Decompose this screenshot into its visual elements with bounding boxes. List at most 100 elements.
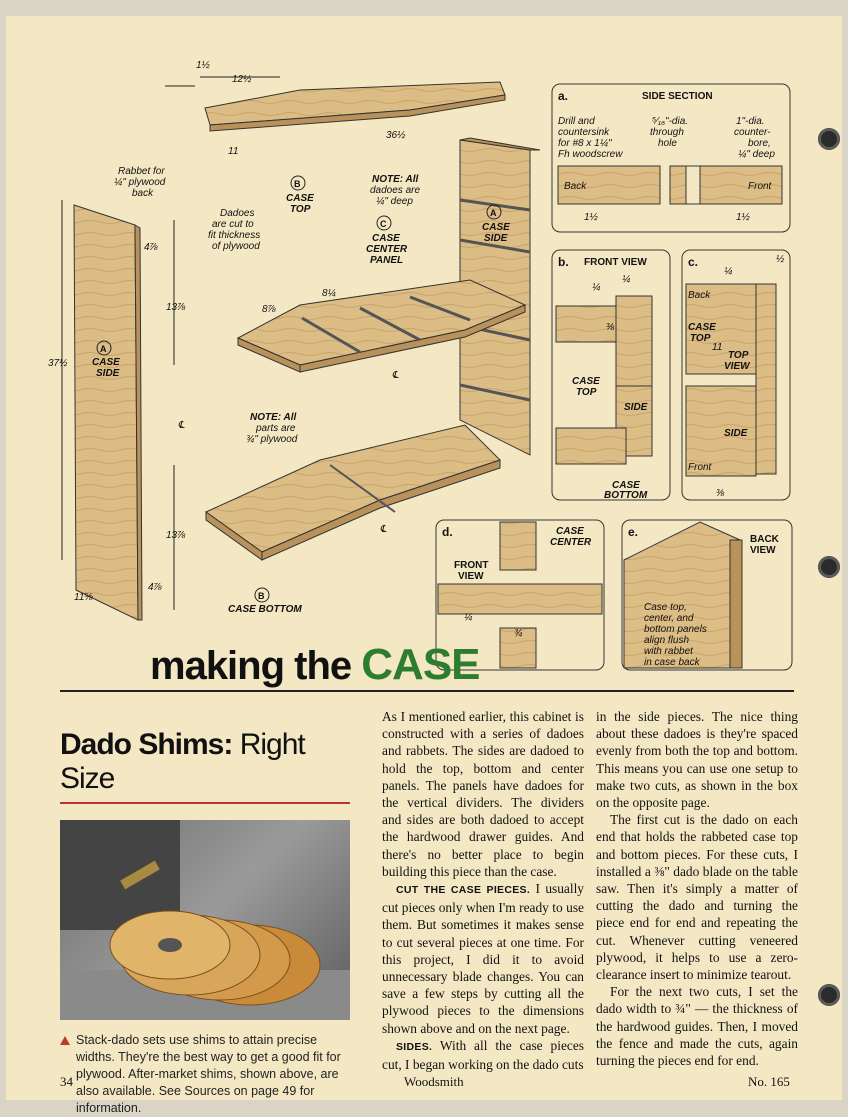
detail-a-label: bore, [748, 138, 771, 149]
paragraph: CUT THE CASE PIECES. I usually cut piece… [382, 880, 584, 1037]
detail-a-back: Back [564, 181, 587, 192]
case-side-label-2: SIDE [484, 233, 508, 244]
detail-e-back-view: e. BACK VIEW Case top, center, and botto… [621, 519, 793, 671]
detail-a-label: through [650, 127, 684, 138]
case-side-label-1: CASE [482, 222, 510, 233]
detail-e-label: VIEW [750, 545, 776, 556]
detail-c-label: VIEW [724, 361, 751, 372]
dim-label: 8¼ [322, 287, 336, 299]
part-b-marker [290, 175, 306, 191]
dim-label: 36½ [386, 130, 406, 141]
paragraph-text: With all the case pieces cut, I began wo… [382, 1037, 584, 1073]
paragraph: The first cut is the dado on each end th… [596, 812, 798, 983]
dado-shims-sidebar: Dado Shims: Right Size Stack-dado sets u… [60, 716, 350, 1117]
detail-d-label: FRONT [454, 560, 488, 571]
rabbet-label-3: back [132, 188, 154, 199]
case-center-panel [236, 279, 527, 373]
sidebar-title: Dado Shims: Right Size [60, 716, 350, 802]
detail-d-label: CENTER [550, 537, 592, 548]
dim-label: 1½ [736, 212, 751, 223]
dadoes-label-4: of plywood [212, 241, 260, 252]
case-center-label-1: CASE [372, 233, 400, 244]
dim-label: 4⅞ [144, 242, 159, 253]
part-a-marker [96, 340, 112, 356]
dado-shims-photo [60, 820, 350, 1020]
centerline-symbol: ℄ [380, 524, 387, 535]
body-column-2: in the side pieces. The nice thing about… [596, 708, 798, 1069]
detail-a-label: Drill and [558, 116, 595, 127]
section-title-case: CASE [361, 640, 480, 689]
detail-e-label: with rabbet [644, 646, 694, 657]
case-top-panel [204, 81, 506, 132]
issue-number: No. 165 [748, 1074, 790, 1089]
dim-label: ⅜ [716, 488, 725, 499]
dim-label: ¼ [464, 611, 472, 623]
paragraph: SIDES. With all the case pieces cut, I b… [382, 1037, 584, 1073]
dim-label: 37½ [48, 358, 68, 369]
detail-c-front: Front [688, 462, 713, 473]
binder-hole [818, 556, 840, 578]
detail-a-side-section: a. SIDE SECTION Drill and countersink fo… [551, 83, 791, 233]
part-a-marker [486, 204, 502, 220]
case-center-label-2: CENTER [366, 244, 408, 255]
detail-title: FRONT VIEW [584, 257, 647, 268]
detail-a-label: hole [658, 138, 677, 149]
detail-e-label: BACK [750, 534, 780, 545]
case-side-label-1: CASE [92, 357, 120, 368]
section-rule [60, 690, 794, 692]
detail-letter: d. [442, 525, 453, 539]
dim-label: ⅜ [606, 322, 615, 333]
magazine-name: Woodsmith [404, 1074, 464, 1089]
run-in-head: CUT THE CASE PIECES. [396, 884, 531, 897]
photo-caption: Stack-dado sets use shims to attain prec… [60, 1032, 350, 1117]
caption-text: Stack-dado sets use shims to attain prec… [76, 1033, 341, 1115]
caption-triangle-icon [60, 1036, 70, 1045]
part-letter: A [490, 208, 497, 218]
centerline-symbol: ℄ [178, 420, 185, 431]
detail-c-top-view: c. ¼ ½ Back CASE TOP 11 TOP VIEW SIDE Fr… [681, 249, 791, 501]
case-center-label-3: PANEL [370, 255, 403, 266]
note-parts-3: ¾" plywood [246, 434, 298, 445]
centerline-symbol: ℄ [392, 370, 399, 381]
dim-label: 1½ [584, 212, 599, 223]
detail-c-back: Back [688, 290, 711, 301]
detail-d-label: CASE [556, 526, 584, 537]
case-side-label-2: SIDE [96, 368, 120, 379]
sidebar-title-bold: Dado Shims: [60, 728, 233, 761]
detail-d-label: VIEW [458, 571, 484, 582]
dim-label: 1½ [196, 60, 211, 71]
detail-a-label: countersink [558, 127, 610, 138]
detail-a-label: ⁵⁄₁₆"-dia. [652, 116, 688, 127]
paragraph: For the next two cuts, I set the dado wi… [596, 984, 798, 1069]
dim-label: ¼ [592, 281, 600, 293]
paragraph: As I mentioned earlier, this cabinet is … [382, 709, 584, 879]
run-in-head: SIDES. [396, 1040, 433, 1053]
binder-hole [818, 984, 840, 1006]
detail-e-label: bottom panels [644, 624, 707, 635]
detail-c-label: CASE [688, 322, 716, 333]
case-top-label-1: CASE [286, 193, 314, 204]
case-side-left-panel [73, 204, 143, 621]
dadoes-label-1: Dadoes [220, 208, 254, 219]
dim-label: ¾ [514, 628, 522, 639]
detail-letter: b. [558, 255, 569, 269]
detail-letter: c. [688, 255, 698, 269]
dadoes-label-3: fit thickness [208, 230, 260, 241]
detail-c-label: TOP [728, 350, 749, 361]
detail-a-label: Fh woodscrew [558, 149, 623, 160]
section-title: making the CASE [150, 640, 481, 690]
detail-b-label: CASE [612, 480, 640, 491]
note-parts-1: NOTE: All [250, 412, 297, 423]
note-dadoes-1: NOTE: All [372, 174, 419, 185]
detail-e-label: center, and [644, 613, 694, 624]
sidebar-title-light: Right Size [60, 728, 306, 795]
dim-label: 11⅝ [74, 592, 93, 603]
case-bottom-label: CASE BOTTOM [228, 604, 302, 615]
detail-a-label: 1"-dia. [736, 116, 765, 127]
detail-b-label: CASE [572, 376, 600, 387]
case-top-label-2: TOP [290, 204, 311, 215]
rabbet-label-2: ¼" plywood [114, 176, 166, 188]
note-dadoes-3: ¼" deep [376, 195, 413, 207]
dim-label: ½ [776, 254, 785, 265]
dim-label: 11 [228, 146, 238, 157]
